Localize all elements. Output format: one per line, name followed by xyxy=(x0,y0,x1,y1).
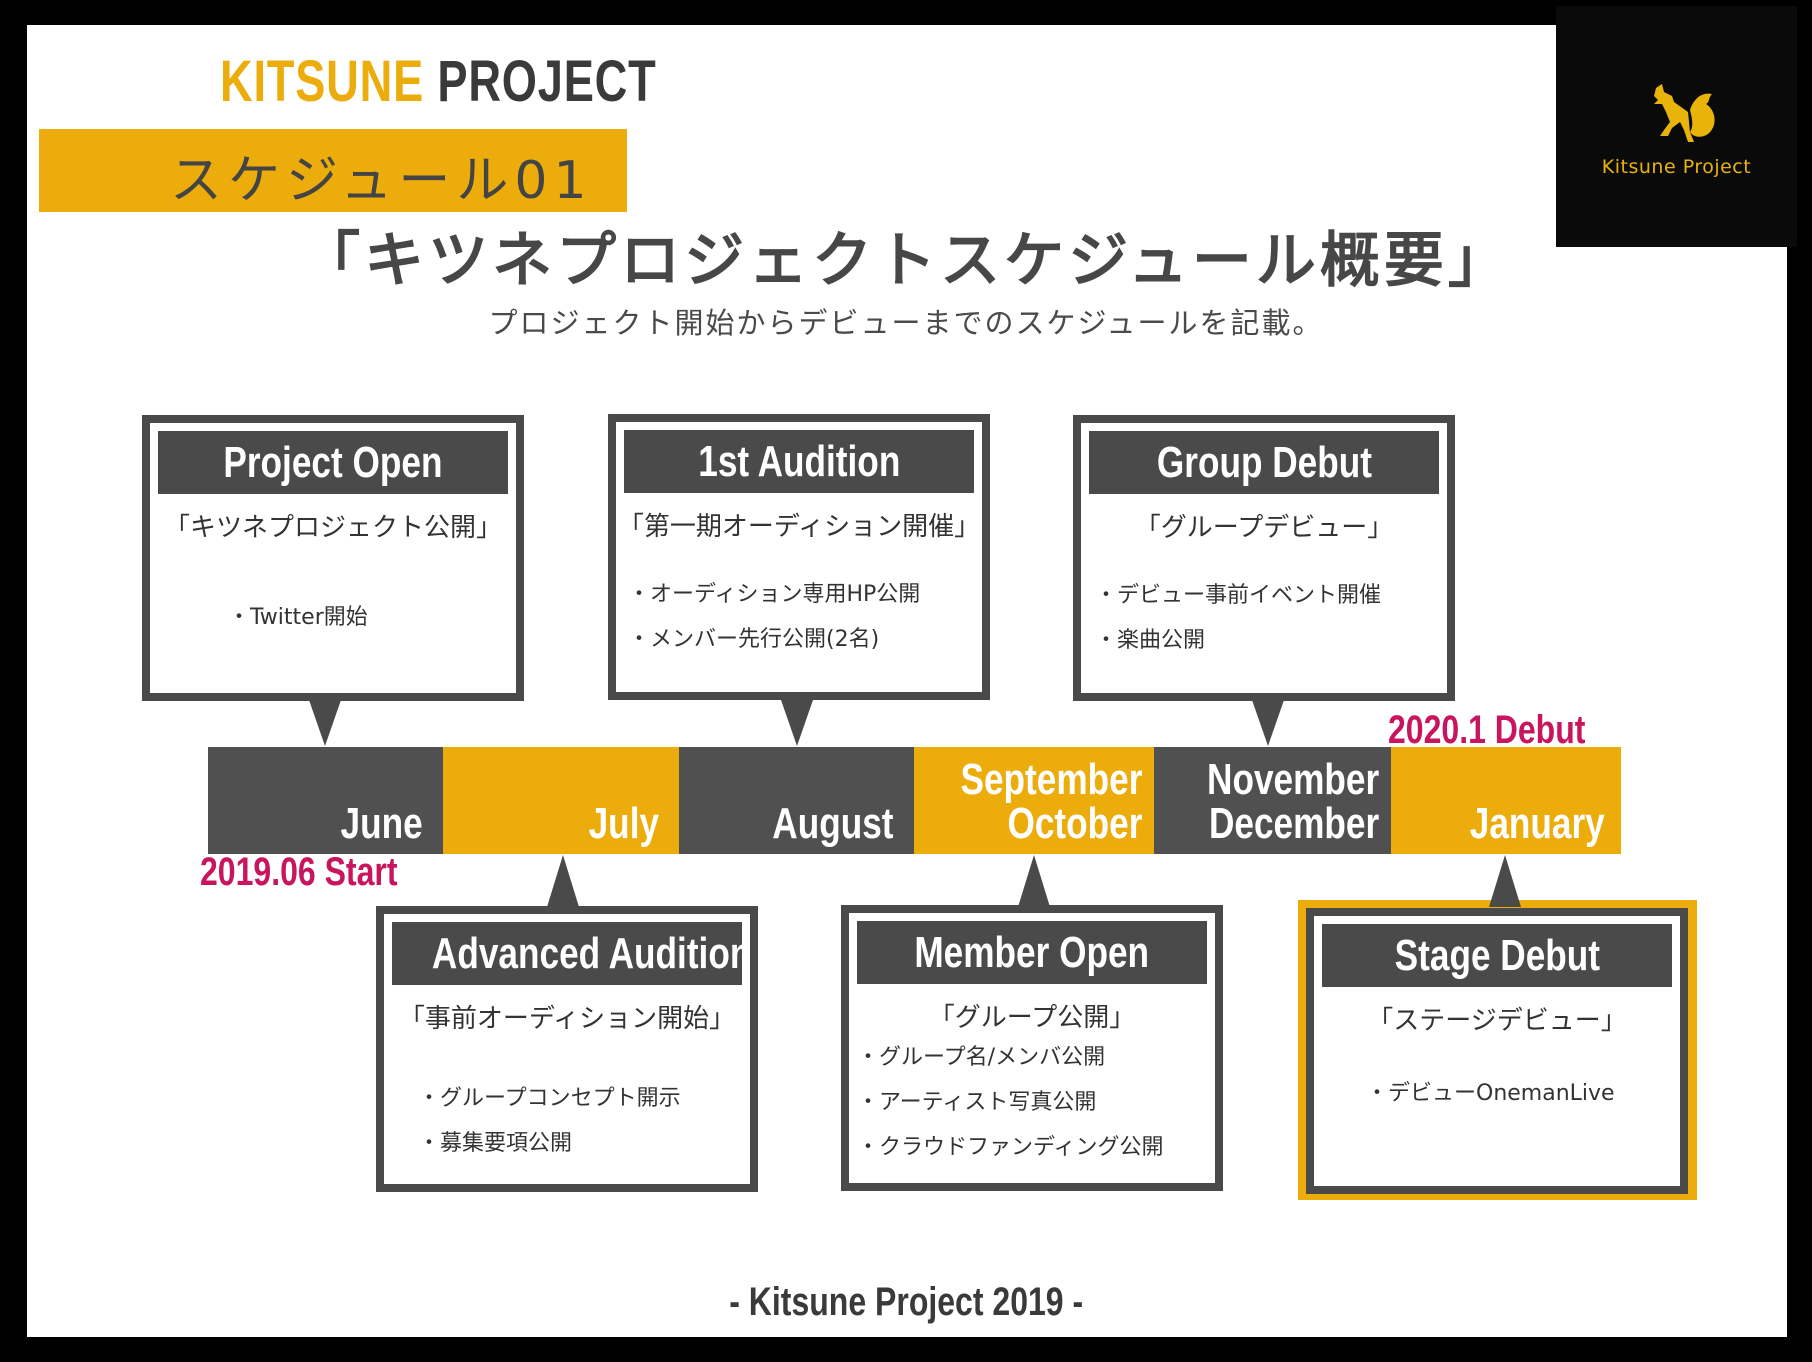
milestone-items: ・デビュー事前イベント開催 ・楽曲公開 xyxy=(1095,573,1381,663)
milestone-items: ・グループ名/メンバ公開 ・アーティスト写真公開 ・クラウドファンディング公開 xyxy=(857,1035,1163,1170)
milestone-card-stage-debut: Stage Debut 「ステージデビュー」 ・デビューOnemanLive xyxy=(1306,908,1688,1194)
milestone-item: ・オーディション専用HP公開 xyxy=(628,582,921,607)
pointer-down-icon xyxy=(1252,700,1284,746)
milestone-subtitle: 「グループデビュー」 xyxy=(1134,513,1394,543)
milestone-items: ・グループコンセプト開示 ・募集要項公開 xyxy=(418,1076,681,1166)
milestone-item: ・クラウドファンディング公開 xyxy=(857,1135,1164,1160)
footer: - Kitsune Project 2019 - xyxy=(729,1280,1083,1324)
milestone-items: ・オーディション専用HP公開 ・メンバー先行公開(2名) xyxy=(628,572,920,662)
segment-label: January xyxy=(1469,799,1605,848)
end-marker: 2020.1 Debut xyxy=(1388,708,1586,752)
pointer-up-icon xyxy=(547,855,579,907)
milestone-title: Advanced Audition xyxy=(392,922,751,985)
milestone-title: 1st Audition xyxy=(624,430,974,493)
timeline-segment-august: August xyxy=(679,747,914,854)
segment-label: September October xyxy=(960,755,1142,848)
timeline-segment-june: June xyxy=(208,747,443,854)
milestone-subtitle: 「キツネプロジェクト公開」 xyxy=(163,513,502,543)
milestone-title: Member Open xyxy=(857,921,1207,984)
milestone-item: ・グループコンセプト開示 xyxy=(418,1086,681,1111)
milestone-item: ・メンバー先行公開(2名) xyxy=(628,627,880,652)
milestone-item: ・Twitter開始 xyxy=(228,605,368,630)
timeline-segment-january: January xyxy=(1391,747,1621,854)
milestone-items: ・デビューOnemanLive xyxy=(1366,1071,1615,1116)
brand-title: KITSUNE PROJECT xyxy=(220,48,657,115)
milestone-title: Group Debut xyxy=(1089,431,1439,494)
logo: Kitsune Project xyxy=(1556,6,1797,247)
fox-icon xyxy=(1654,84,1715,142)
milestone-item: ・デビューOnemanLive xyxy=(1366,1081,1615,1106)
page-title: 「キツネプロジェクトスケジュール概要」 xyxy=(300,226,1512,296)
milestone-subtitle: 「ステージデビュー」 xyxy=(1367,1006,1627,1036)
brand-main: PROJECT xyxy=(437,49,657,114)
timeline-segment-july: July xyxy=(443,747,679,854)
milestone-item: ・楽曲公開 xyxy=(1095,628,1206,653)
milestone-items: ・Twitter開始 xyxy=(228,595,368,640)
milestone-subtitle: 「グループ公開」 xyxy=(928,1003,1136,1033)
segment-label: November December xyxy=(1206,755,1379,848)
segment-label: August xyxy=(772,799,894,848)
milestone-card-advanced-audition: Advanced Audition 「事前オーディション開始」 ・グループコンセ… xyxy=(376,906,758,1192)
milestone-subtitle: 「第一期オーディション開催」 xyxy=(617,512,981,542)
section-label: スケジュール01 xyxy=(170,151,593,211)
milestone-title: Stage Debut xyxy=(1322,924,1672,987)
milestone-card-project-open: Project Open 「キツネプロジェクト公開」 ・Twitter開始 xyxy=(142,415,524,701)
pointer-down-icon xyxy=(781,700,813,746)
pointer-down-icon xyxy=(309,700,341,746)
timeline-segment-nov-dec: November December xyxy=(1154,747,1391,854)
segment-label: July xyxy=(588,799,659,848)
section-band xyxy=(39,129,627,212)
brand-accent: KITSUNE xyxy=(220,49,425,114)
milestone-card-group-debut: Group Debut 「グループデビュー」 ・デビュー事前イベント開催 ・楽曲… xyxy=(1073,415,1455,701)
milestone-item: ・アーティスト写真公開 xyxy=(857,1090,1097,1115)
logo-text: Kitsune Project xyxy=(1601,156,1752,178)
milestone-item: ・グループ名/メンバ公開 xyxy=(857,1045,1106,1070)
milestone-item: ・デビュー事前イベント開催 xyxy=(1095,583,1382,608)
start-marker: 2019.06 Start xyxy=(200,850,398,894)
timeline-segment-sep-oct: September October xyxy=(914,747,1154,854)
milestone-item: ・募集要項公開 xyxy=(418,1131,573,1156)
segment-label: June xyxy=(340,799,423,848)
milestone-subtitle: 「事前オーディション開始」 xyxy=(398,1004,736,1034)
pointer-up-icon xyxy=(1018,855,1050,907)
pointer-up-icon xyxy=(1489,855,1521,907)
milestone-card-member-open: Member Open 「グループ公開」 ・グループ名/メンバ公開 ・アーティス… xyxy=(841,905,1223,1191)
milestone-card-1st-audition: 1st Audition 「第一期オーディション開催」 ・オーディション専用HP… xyxy=(608,414,990,700)
milestone-title: Project Open xyxy=(158,431,508,494)
page-subtitle: プロジェクト開始からデビューまでのスケジュールを記載。 xyxy=(488,306,1324,340)
